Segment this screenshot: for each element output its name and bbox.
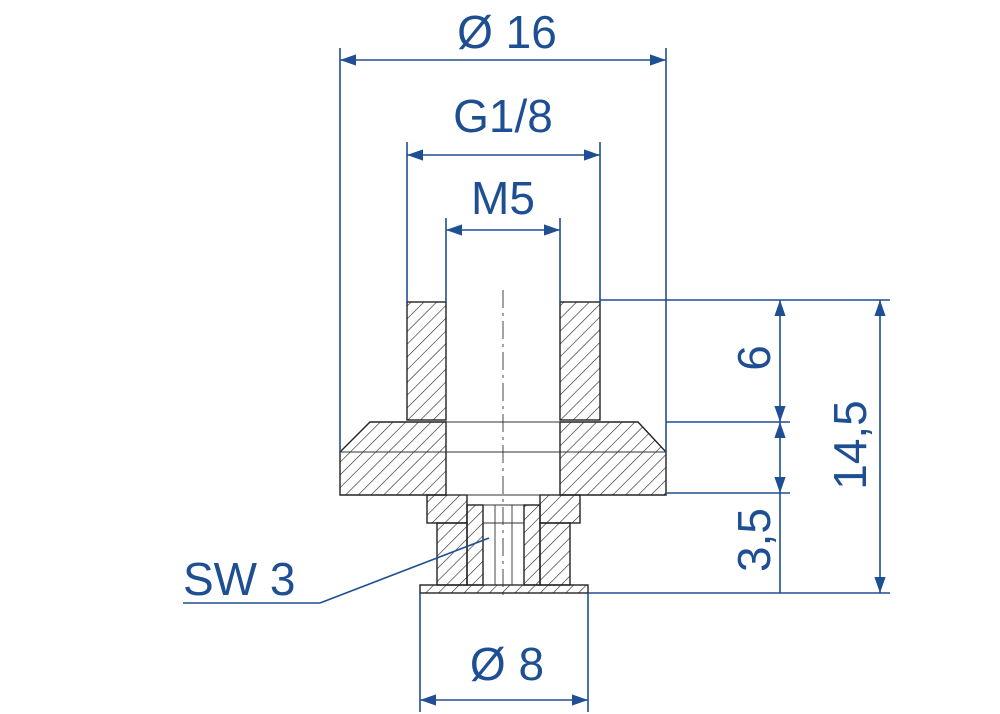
dimensions [183, 48, 890, 712]
upper-wall-right [559, 301, 601, 421]
label-height-top: 6 [728, 345, 780, 371]
part-section [339, 290, 667, 600]
label-height-total: 14,5 [824, 400, 876, 490]
bottom-ring [419, 584, 589, 594]
collar-right [539, 494, 581, 524]
label-thread-m: M5 [471, 172, 535, 224]
label-wrench-size: SW 3 [183, 553, 295, 605]
lower-wall-right [539, 522, 571, 586]
collar-left [426, 494, 468, 524]
label-height-lower: 3,5 [728, 508, 780, 572]
label-bottom-diameter: Ø 8 [470, 638, 544, 690]
lower-wall-left [436, 522, 468, 586]
flange-right [559, 421, 667, 496]
label-thread-g: G1/8 [453, 90, 553, 142]
socket-wall-right [523, 504, 541, 586]
label-outer-diameter: Ø 16 [457, 6, 557, 58]
dimension-labels: Ø 16 G1/8 M5 Ø 8 SW 3 6 3,5 14,5 [183, 6, 876, 690]
upper-wall-left [406, 301, 447, 421]
flange-left [339, 421, 447, 496]
